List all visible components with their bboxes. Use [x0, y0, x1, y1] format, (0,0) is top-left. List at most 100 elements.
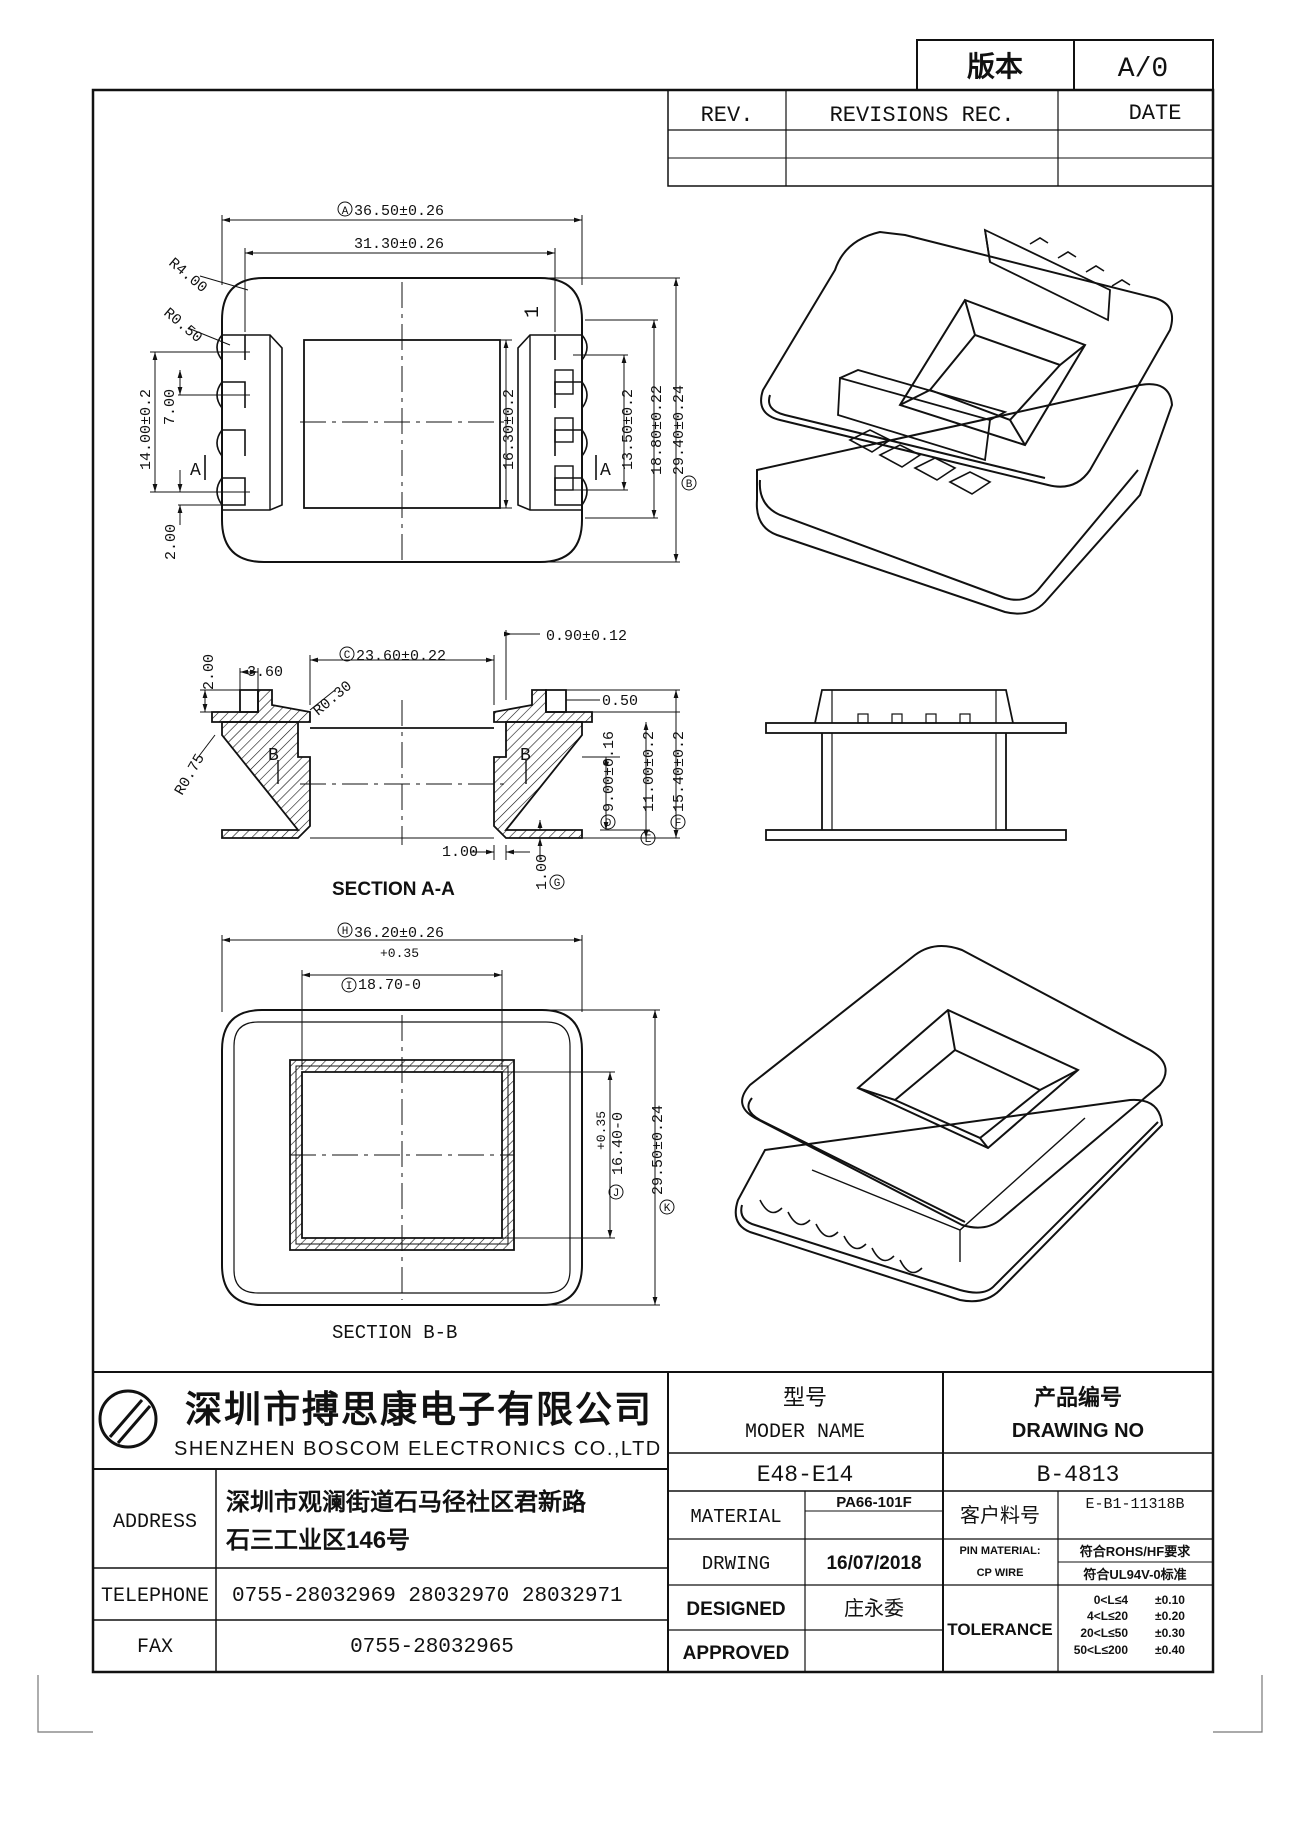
- top-view-dimensions: [150, 215, 680, 563]
- iso-view-bottom: [734, 945, 1167, 1303]
- revision-table: [667, 89, 1214, 187]
- model-label-en: MODER NAME: [745, 1421, 865, 1444]
- revisions-rec-header: REVISIONS REC.: [830, 103, 1015, 128]
- pin-one-mark: 1: [522, 306, 545, 318]
- dim-36-20: 36.20±0.26: [354, 925, 444, 942]
- rev-header: REV.: [701, 103, 754, 128]
- version-box: 版本 A/0: [916, 39, 1214, 91]
- iso-view-top: [755, 228, 1174, 615]
- section-aa-view: [211, 689, 593, 845]
- dim-0-90: 0.90±0.12: [546, 628, 627, 645]
- dim-18-80: 18.80±0.22: [649, 385, 666, 475]
- drawing-no-label-en: DRAWING NO: [1012, 1420, 1144, 1442]
- section-aa-dimensions: [195, 630, 680, 860]
- label-i: I: [346, 981, 353, 993]
- title-block-grid: [93, 1371, 1213, 1672]
- section-a-right: A: [600, 461, 611, 481]
- label-d: D: [605, 818, 612, 830]
- telephone-label: TELEPHONE: [101, 1585, 209, 1608]
- dim-29-40: 29.40±0.24: [671, 385, 688, 475]
- fax-label: FAX: [137, 1636, 173, 1659]
- label-b-circle: B: [686, 479, 693, 491]
- dim-7-00: 7.00: [162, 389, 179, 425]
- drwing-date: 16/07/2018: [826, 1553, 921, 1574]
- section-bb-dimensions: [221, 935, 660, 1306]
- company-logo: [98, 1389, 158, 1449]
- tolerance-range-2: 4<L≤20: [1087, 1609, 1128, 1623]
- dim-31-30: 31.30±0.26: [354, 236, 444, 253]
- label-c-circle: C: [344, 650, 351, 662]
- address-label: ADDRESS: [113, 1511, 197, 1534]
- label-e: E: [645, 834, 652, 846]
- tolerance-range-4: 50<L≤200: [1074, 1643, 1129, 1657]
- company-name-en: SHENZHEN BOSCOM ELECTRONICS CO.,LTD: [174, 1438, 662, 1460]
- ul-compliance: 符合UL94V-0标准: [1083, 1567, 1186, 1582]
- label-k: K: [664, 1203, 671, 1215]
- section-b-right: B: [520, 746, 531, 766]
- dim-2-00-aa: 2.00: [201, 654, 218, 690]
- rohs-compliance: 符合ROHS/HF要求: [1080, 1544, 1192, 1559]
- telephone-value: 0755-28032969 28032970 28032971: [232, 1585, 623, 1608]
- dim-2-00: 2.00: [163, 524, 180, 560]
- dim-16-40: 16.40-0: [610, 1112, 627, 1175]
- address-line-2: 石三工业区146号: [225, 1527, 410, 1554]
- drawing-border: [91, 88, 1215, 1674]
- tolerance-value-4: ±0.40: [1155, 1643, 1185, 1657]
- tolerance-value-1: ±0.10: [1155, 1593, 1185, 1607]
- section-aa-caption: SECTION A-A: [332, 879, 455, 900]
- company-name-cn: 深圳市搏思康电子有限公司: [185, 1388, 653, 1430]
- customer-code-label: 客户料号: [960, 1504, 1040, 1527]
- radius-r050: R0.50: [160, 305, 205, 347]
- label-a-circle: A: [342, 206, 349, 218]
- dim-3-60: 3.60: [247, 664, 283, 681]
- model-label-cn: 型号: [783, 1385, 827, 1410]
- approved-label: APPROVED: [683, 1643, 790, 1664]
- cp-wire-label: CP WIRE: [977, 1567, 1024, 1579]
- tolerance-label: TOLERANCE: [947, 1620, 1052, 1639]
- drawing-no-label-cn: 产品编号: [1034, 1385, 1122, 1410]
- radius-r075: R0.75: [172, 751, 209, 798]
- section-bb-view: [221, 1009, 583, 1306]
- drwing-label: DRWING: [702, 1553, 770, 1575]
- date-header: DATE: [1129, 101, 1182, 126]
- tolerance-value-3: ±0.30: [1155, 1626, 1185, 1640]
- label-g: G: [554, 878, 561, 890]
- drawing-no-value: B-4813: [1037, 1462, 1120, 1488]
- tolerance-range-3: 20<L≤50: [1080, 1626, 1128, 1640]
- customer-code-value: E-B1-11318B: [1085, 1496, 1184, 1513]
- radius-r030: R0.30: [310, 678, 355, 720]
- designed-value: 庄永委: [844, 1597, 904, 1620]
- section-bb-dim-labels: H 36.20±0.26 +0.35 I 18.70-0 +0.35 16.40…: [332, 922, 675, 1344]
- dim-11-00: 11.00±0.2: [641, 731, 658, 812]
- dim-j-tol: +0.35: [594, 1111, 609, 1150]
- dim-14-00: 14.00±0.2: [138, 389, 155, 470]
- crop-marks: [37, 1675, 1263, 1733]
- dim-29-50: 29.50±0.24: [650, 1105, 667, 1195]
- dim-18-70: 18.70-0: [358, 977, 421, 994]
- dim-i-tol: +0.35: [380, 946, 419, 961]
- section-b-left: B: [268, 746, 279, 766]
- dim-23-60: 23.60±0.22: [356, 648, 446, 665]
- top-view: [216, 277, 588, 563]
- fax-value: 0755-28032965: [350, 1636, 514, 1659]
- tolerance-range-1: 0<L≤4: [1094, 1593, 1129, 1607]
- dim-16-30: 16.30±0.2: [501, 389, 518, 470]
- designed-label: DESIGNED: [686, 1599, 785, 1620]
- label-h: H: [342, 926, 349, 938]
- material-value: PA66-101F: [836, 1494, 912, 1511]
- dim-0-50: 0.50: [602, 693, 638, 710]
- tolerance-table: 0<L≤4 ±0.10 4<L≤20 ±0.20 20<L≤50 ±0.30 5…: [1074, 1593, 1186, 1657]
- side-view: [765, 689, 1067, 841]
- dim-1-00-v: 1.00: [534, 854, 551, 890]
- pin-material-label: PIN MATERIAL:: [959, 1545, 1040, 1557]
- address-line-1: 深圳市观澜街道石马径社区君新路: [226, 1488, 587, 1516]
- tolerance-value-2: ±0.20: [1155, 1609, 1185, 1623]
- dim-9-00: 9.00±0.16: [601, 731, 618, 812]
- label-f: F: [675, 818, 682, 830]
- dim-15-40: 15.40±0.2: [671, 731, 688, 812]
- version-label: 版本: [967, 51, 1023, 82]
- material-label: MATERIAL: [690, 1506, 781, 1528]
- section-bb-caption: SECTION B-B: [332, 1322, 457, 1344]
- dim-36-50: 36.50±0.26: [354, 203, 444, 220]
